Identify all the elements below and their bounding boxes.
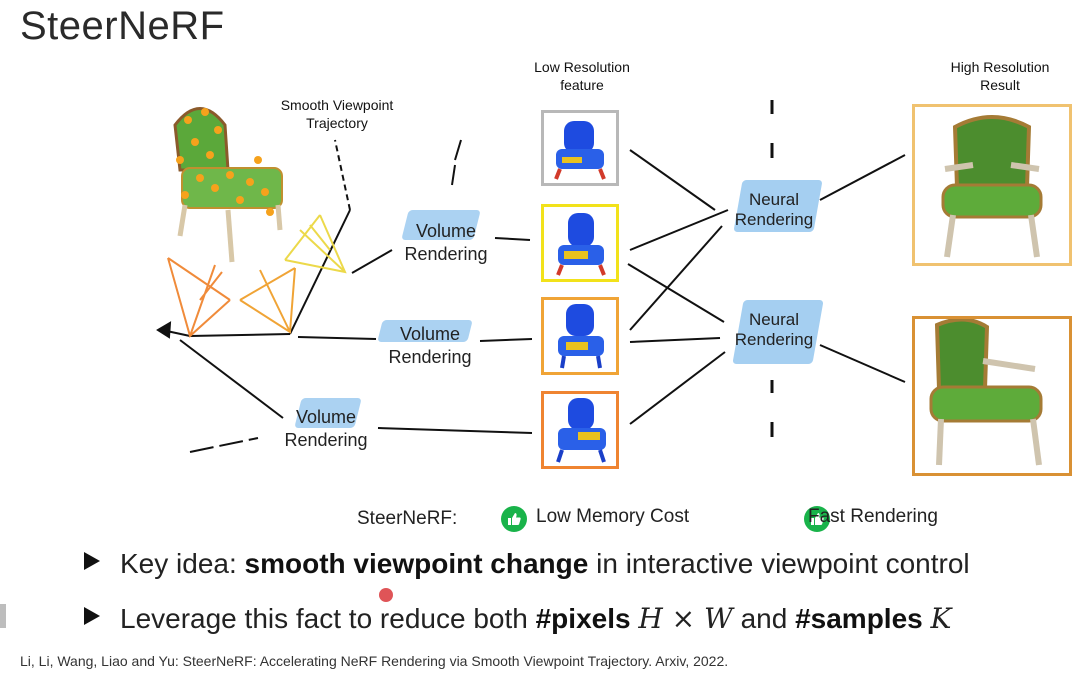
trajectory-line xyxy=(179,339,284,419)
bullet-marker xyxy=(84,607,100,625)
feature-map-3 xyxy=(541,297,619,375)
volume-rendering-label: Volume Rendering xyxy=(388,324,472,367)
connector-line xyxy=(819,154,906,201)
volume-rendering-label: Volume Rendering xyxy=(404,221,488,264)
connector-line xyxy=(451,164,456,186)
low-res-caption: Low Resolution feature xyxy=(534,59,630,93)
trajectory-line xyxy=(334,139,351,211)
high-res-caption: High Resolution Result xyxy=(950,59,1050,93)
bullet-key-idea: Key idea: smooth viewpoint change in int… xyxy=(84,548,970,580)
connector-line xyxy=(454,139,462,161)
neural-rendering-label: Neural Rendering xyxy=(734,190,814,229)
connector-line xyxy=(627,263,725,323)
pros-row: SteerNeRF: Low Memory Cost Fast Renderin… xyxy=(0,504,1080,534)
pro-item-memory: Low Memory Cost xyxy=(536,506,690,527)
connector-line xyxy=(629,225,723,331)
pros-label: SteerNeRF: xyxy=(357,508,458,529)
high-res-result-1 xyxy=(912,104,1072,266)
feature-map-4 xyxy=(541,391,619,469)
trajectory-line xyxy=(189,437,259,453)
thumbs-up-icon xyxy=(501,506,527,532)
connector-line xyxy=(629,209,729,251)
trajectory-line xyxy=(189,333,291,337)
slide-title: SteerNeRF xyxy=(20,4,225,48)
bullet-marker xyxy=(84,552,100,570)
trajectory-caption: Smooth Viewpoint Trajectory xyxy=(280,97,394,131)
chair-illustration-left xyxy=(173,107,283,263)
volume-rendering-label: Volume Rendering xyxy=(284,407,368,450)
thumbs-up-icon xyxy=(804,506,831,532)
connector-line xyxy=(629,149,716,211)
edge-marker xyxy=(0,604,6,628)
neural-rendering-label: Neural Rendering xyxy=(734,310,814,349)
connector-line xyxy=(819,344,906,383)
high-res-result-2 xyxy=(912,316,1072,476)
feature-map-1 xyxy=(541,110,619,186)
pro-item-speed: Fast Rendering xyxy=(808,506,938,527)
bullet-leverage: Leverage this fact to reduce both #pixel… xyxy=(84,602,951,635)
connector-line xyxy=(297,336,377,340)
pipeline-diagram xyxy=(156,100,906,453)
connector-line xyxy=(377,427,533,434)
camera-frusta xyxy=(167,214,347,338)
connector-line xyxy=(629,351,726,425)
arrow-head xyxy=(156,321,172,339)
connector-line xyxy=(494,237,531,241)
connector-line xyxy=(629,337,721,343)
pointer-dot xyxy=(379,588,393,602)
citation: Li, Li, Wang, Liao and Yu: SteerNeRF: Ac… xyxy=(20,653,729,669)
trajectory-line xyxy=(289,209,351,335)
feature-map-2 xyxy=(541,204,619,282)
connector-line xyxy=(351,249,393,274)
connector-line xyxy=(479,338,533,342)
